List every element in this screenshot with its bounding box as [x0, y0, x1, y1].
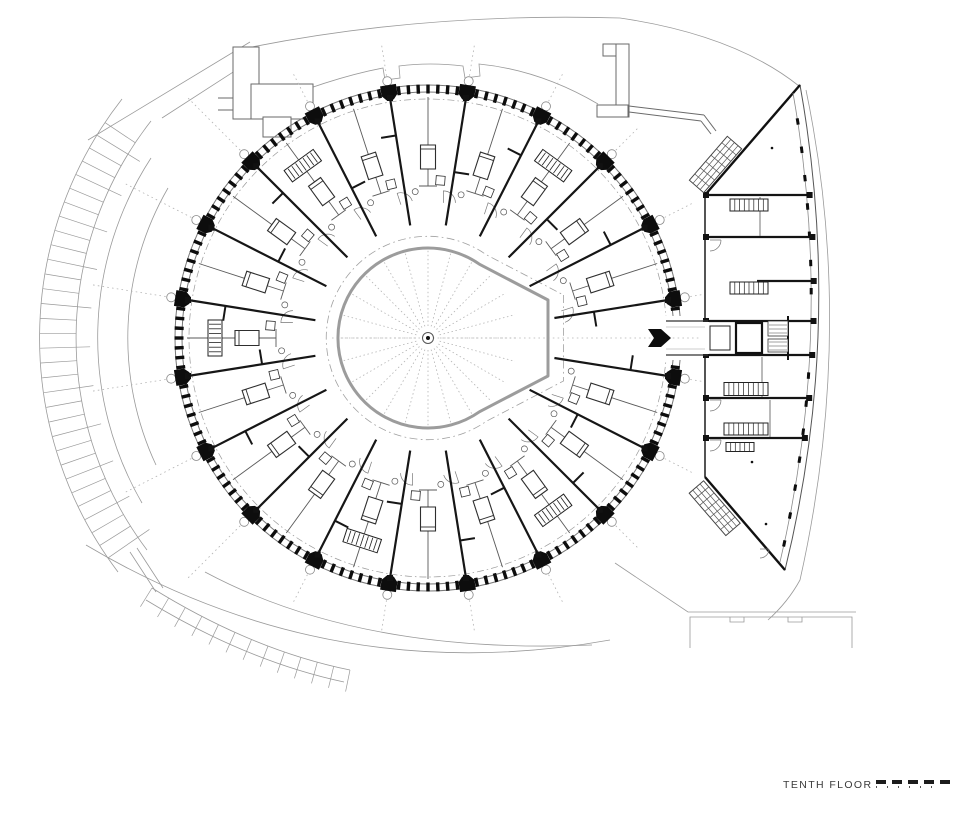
bridge-column-marker: [648, 329, 671, 347]
bridge-corridor: [648, 320, 709, 356]
scale-bar-band: [876, 780, 950, 784]
scale-bar-ticks: [876, 785, 950, 788]
scale-bar: [876, 780, 950, 788]
drawing-title: TENTH FLOOR: [783, 779, 873, 791]
tower-interior: [185, 95, 716, 581]
tower-ring: [166, 76, 708, 600]
stair-cores: [218, 43, 717, 138]
east-wing: [688, 84, 820, 571]
radial-grid-spokes: [90, 45, 721, 631]
